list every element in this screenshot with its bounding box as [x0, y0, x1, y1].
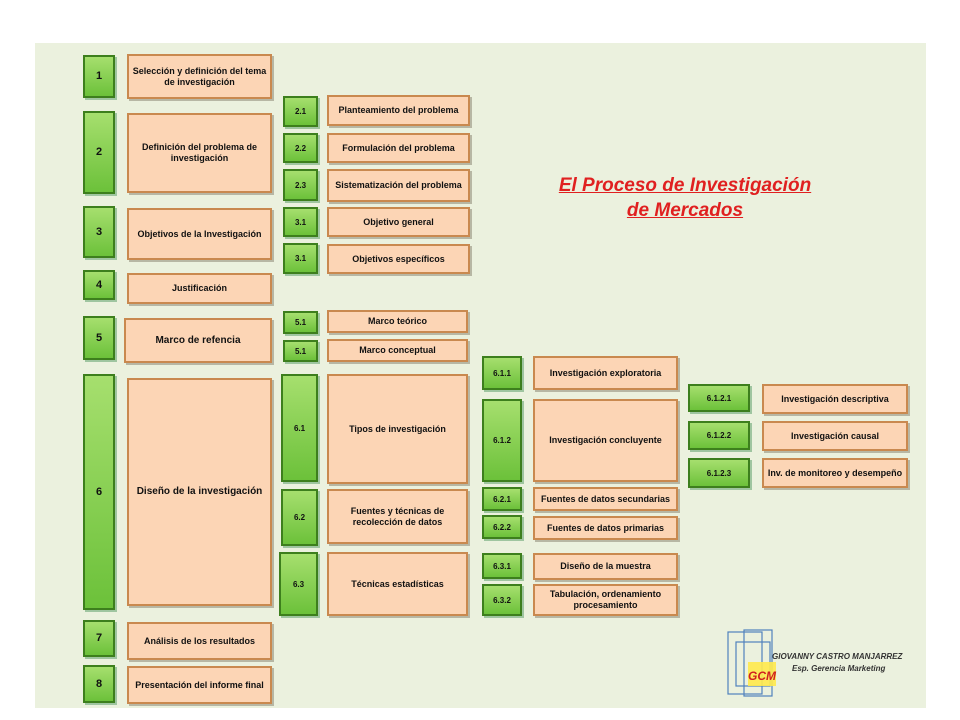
- substep-3-1-number: 3.1: [283, 207, 318, 237]
- step-5-label: Marco de refencia: [124, 318, 272, 363]
- substep-6-1-label: Tipos de investigación: [327, 374, 468, 484]
- gcm-logo: GCM: [727, 629, 777, 697]
- diagram-title-line1: El Proceso de Investigación: [558, 175, 812, 196]
- level3-6-3-2-number: 6.3.2: [482, 584, 522, 616]
- level3-6-1-2-number: 6.1.2: [482, 399, 522, 482]
- level3-6-3-1-label: Diseño de la muestra: [533, 553, 678, 580]
- substep-3-1-label: Objetivo general: [327, 207, 470, 237]
- level3-6-3-1-number: 6.3.1: [482, 553, 522, 579]
- level4-6-1-2-3-number: 6.1.2.3: [688, 458, 750, 488]
- substep-2-2-number: 2.2: [283, 133, 318, 163]
- substep-2-1-label: Planteamiento del problema: [327, 95, 470, 126]
- substep-6-2-label: Fuentes y técnicas de recolección de dat…: [327, 489, 468, 544]
- author-role: Esp. Gerencia Marketing: [792, 664, 886, 673]
- step-1-label: Selección y definición del tema de inves…: [127, 54, 272, 99]
- step-5-number: 5: [83, 316, 115, 360]
- step-3-number: 3: [83, 206, 115, 258]
- substep-5-2-label: Marco conceptual: [327, 339, 468, 362]
- substep-2-1-number: 2.1: [283, 96, 318, 127]
- step-2-label: Definición del problema de investigación: [127, 113, 272, 193]
- level3-6-1-1-number: 6.1.1: [482, 356, 522, 390]
- level4-6-1-2-2-number: 6.1.2.2: [688, 421, 750, 450]
- step-7-label: Análisis de los resultados: [127, 622, 272, 660]
- substep-2-3-number: 2.3: [283, 169, 318, 201]
- level4-6-1-2-2-label: Investigación causal: [762, 421, 908, 451]
- substep-6-3-label: Técnicas estadísticas: [327, 552, 468, 616]
- level3-6-3-2-label: Tabulación, ordenamiento procesamiento: [533, 584, 678, 616]
- author-credit: GIOVANNY CASTRO MANJARREZ Esp. Gerencia …: [772, 651, 902, 675]
- level3-6-1-2-label: Investigación concluyente: [533, 399, 678, 482]
- level3-6-1-1-label: Investigación exploratoria: [533, 356, 678, 390]
- substep-3-2-label: Objetivos específicos: [327, 244, 470, 274]
- substep-2-2-label: Formulación del problema: [327, 133, 470, 163]
- substep-5-1-label: Marco teórico: [327, 310, 468, 333]
- level3-6-2-2-label: Fuentes de datos primarias: [533, 516, 678, 540]
- substep-2-3-label: Sistematización del problema: [327, 169, 470, 202]
- logo-text: GCM: [748, 669, 777, 683]
- level3-6-2-1-label: Fuentes de datos secundarias: [533, 487, 678, 511]
- step-1-number: 1: [83, 55, 115, 98]
- step-3-label: Objetivos de la Investigación: [127, 208, 272, 260]
- author-name: GIOVANNY CASTRO MANJARREZ: [772, 652, 903, 661]
- substep-6-2-number: 6.2: [281, 489, 318, 546]
- substep-6-3-number: 6.3: [279, 552, 318, 616]
- level4-6-1-2-3-label: Inv. de monitoreo y desempeño: [762, 458, 908, 488]
- step-6-number: 6: [83, 374, 115, 610]
- step-2-number: 2: [83, 111, 115, 194]
- diagram-title: El Proceso de Investigación de Mercados: [525, 173, 845, 223]
- step-7-number: 7: [83, 620, 115, 657]
- substep-3-2-number: 3.1: [283, 243, 318, 274]
- level4-6-1-2-1-number: 6.1.2.1: [688, 384, 750, 412]
- level3-6-2-1-number: 6.2.1: [482, 487, 522, 511]
- diagram-title-line2: de Mercados: [626, 200, 744, 221]
- level3-6-2-2-number: 6.2.2: [482, 515, 522, 539]
- step-4-number: 4: [83, 270, 115, 300]
- level4-6-1-2-1-label: Investigación descriptiva: [762, 384, 908, 414]
- substep-6-1-number: 6.1: [281, 374, 318, 482]
- substep-5-1-number: 5.1: [283, 311, 318, 334]
- step-8-number: 8: [83, 665, 115, 703]
- step-4-label: Justificación: [127, 273, 272, 304]
- substep-5-2-number: 5.1: [283, 340, 318, 362]
- step-8-label: Presentación del informe final: [127, 666, 272, 704]
- step-6-label: Diseño de la investigación: [127, 378, 272, 606]
